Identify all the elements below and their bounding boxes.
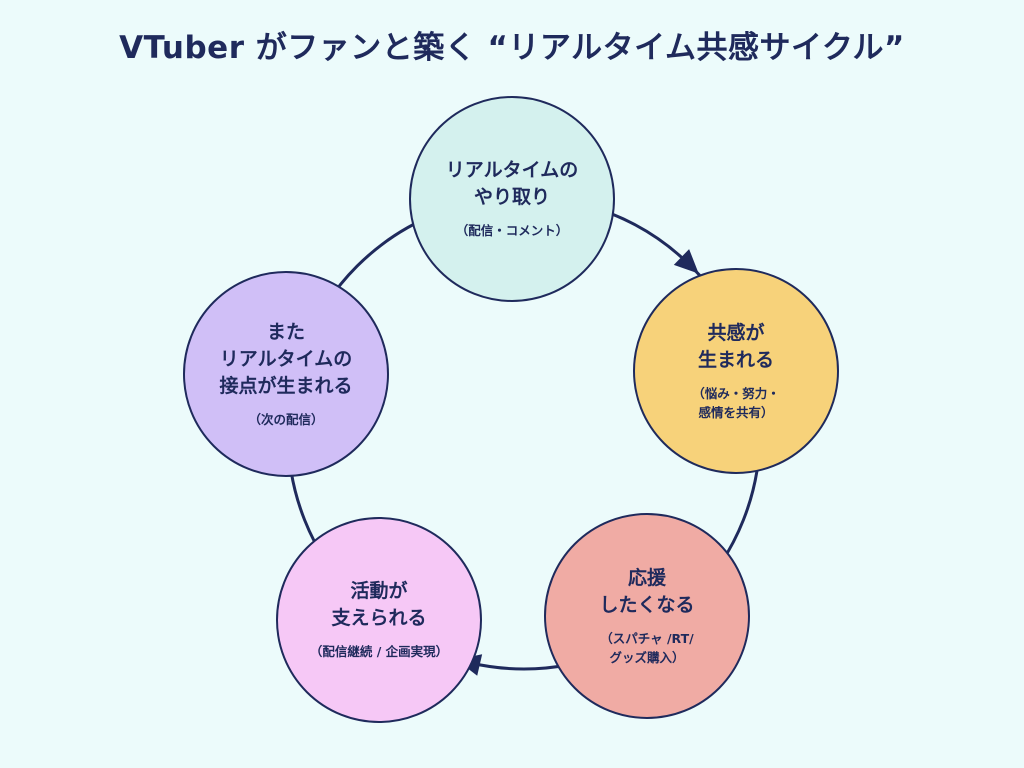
diagram-title: VTuber がファンと築く “リアルタイム共感サイクル” [119, 30, 905, 66]
node-empathy: 共感が 生まれる （悩み・努力・ 感情を共有） [633, 268, 839, 474]
node-activity-title: 活動が 支えられる [331, 580, 427, 630]
node-support-detail: （スパチャ /RT/ グッズ購入） [600, 630, 694, 665]
node-next-detail: （次の配信） [248, 411, 324, 427]
node-realtime: リアルタイムの やり取り （配信・コメント） [409, 96, 615, 302]
cycle-arrow-5 [673, 249, 699, 274]
node-support: 応援 したくなる （スパチャ /RT/ グッズ購入） [544, 513, 750, 719]
node-empathy-detail: （悩み・努力・ 感情を共有） [692, 385, 780, 420]
node-activity-detail: （配信継続 / 企画実現） [309, 644, 449, 660]
node-next: また リアルタイムの 接点が生まれる （次の配信） [183, 271, 389, 477]
node-activity: 活動が 支えられる （配信継続 / 企画実現） [276, 517, 482, 723]
node-realtime-title: リアルタイムの やり取り [445, 159, 579, 209]
node-realtime-detail: （配信・コメント） [455, 223, 569, 239]
node-empathy-title: 共感が 生まれる [697, 321, 774, 371]
node-next-title: また リアルタイムの 接点が生まれる [219, 320, 353, 397]
node-support-title: 応援 したくなる [599, 566, 695, 616]
